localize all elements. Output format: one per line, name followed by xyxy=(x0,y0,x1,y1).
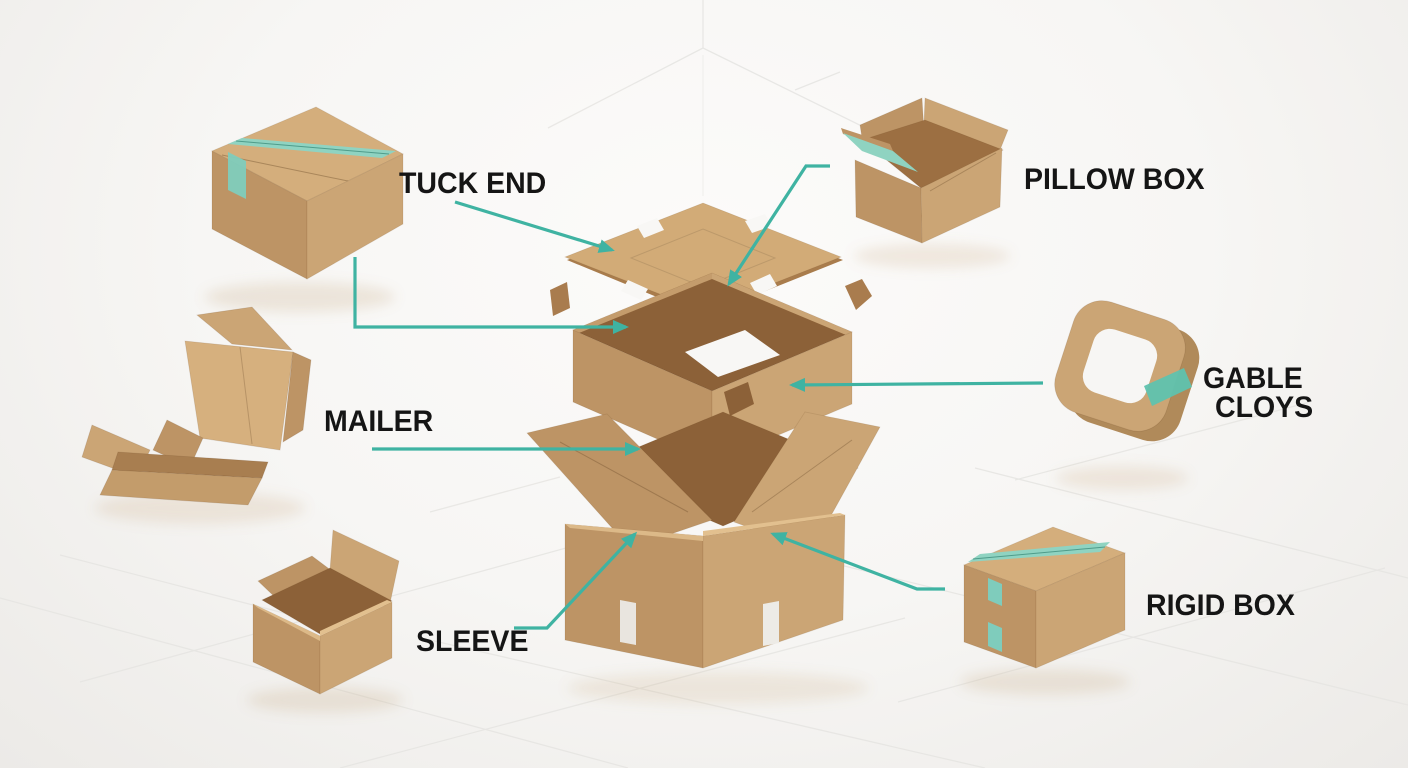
pillow-box xyxy=(841,97,1009,244)
reflections xyxy=(95,244,1188,713)
label-tuck-end: TUCK END xyxy=(399,167,547,200)
arrow-tuckbox-to-sleeve-band xyxy=(353,257,629,334)
center-sleeve-band xyxy=(571,272,854,464)
leader-arrows xyxy=(353,164,1044,630)
label-rigid-box: RIGID BOX xyxy=(1146,589,1295,622)
tuck-end-box xyxy=(211,106,404,280)
rigid-box xyxy=(962,526,1127,669)
arrow-rigid xyxy=(770,532,945,591)
center-flat-diecut xyxy=(563,202,843,316)
label-pillow-box: PILLOW BOX xyxy=(1024,163,1205,196)
arrow-gable xyxy=(789,377,1044,392)
gable-ring xyxy=(1054,300,1200,442)
small-diecut-pieces xyxy=(550,279,872,316)
mailer-box xyxy=(81,306,312,506)
arrow-tuck-end xyxy=(454,200,615,253)
arrow-pillow-to-diecut xyxy=(727,164,830,287)
label-gable-line1: GABLE xyxy=(1203,362,1303,395)
label-mailer: MAILER xyxy=(324,405,434,438)
arrow-sleeve xyxy=(514,531,638,630)
sleeve-box xyxy=(252,529,400,695)
label-sleeve: SLEEVE xyxy=(416,625,529,658)
label-gable-line2: CLOYS xyxy=(1215,391,1314,424)
